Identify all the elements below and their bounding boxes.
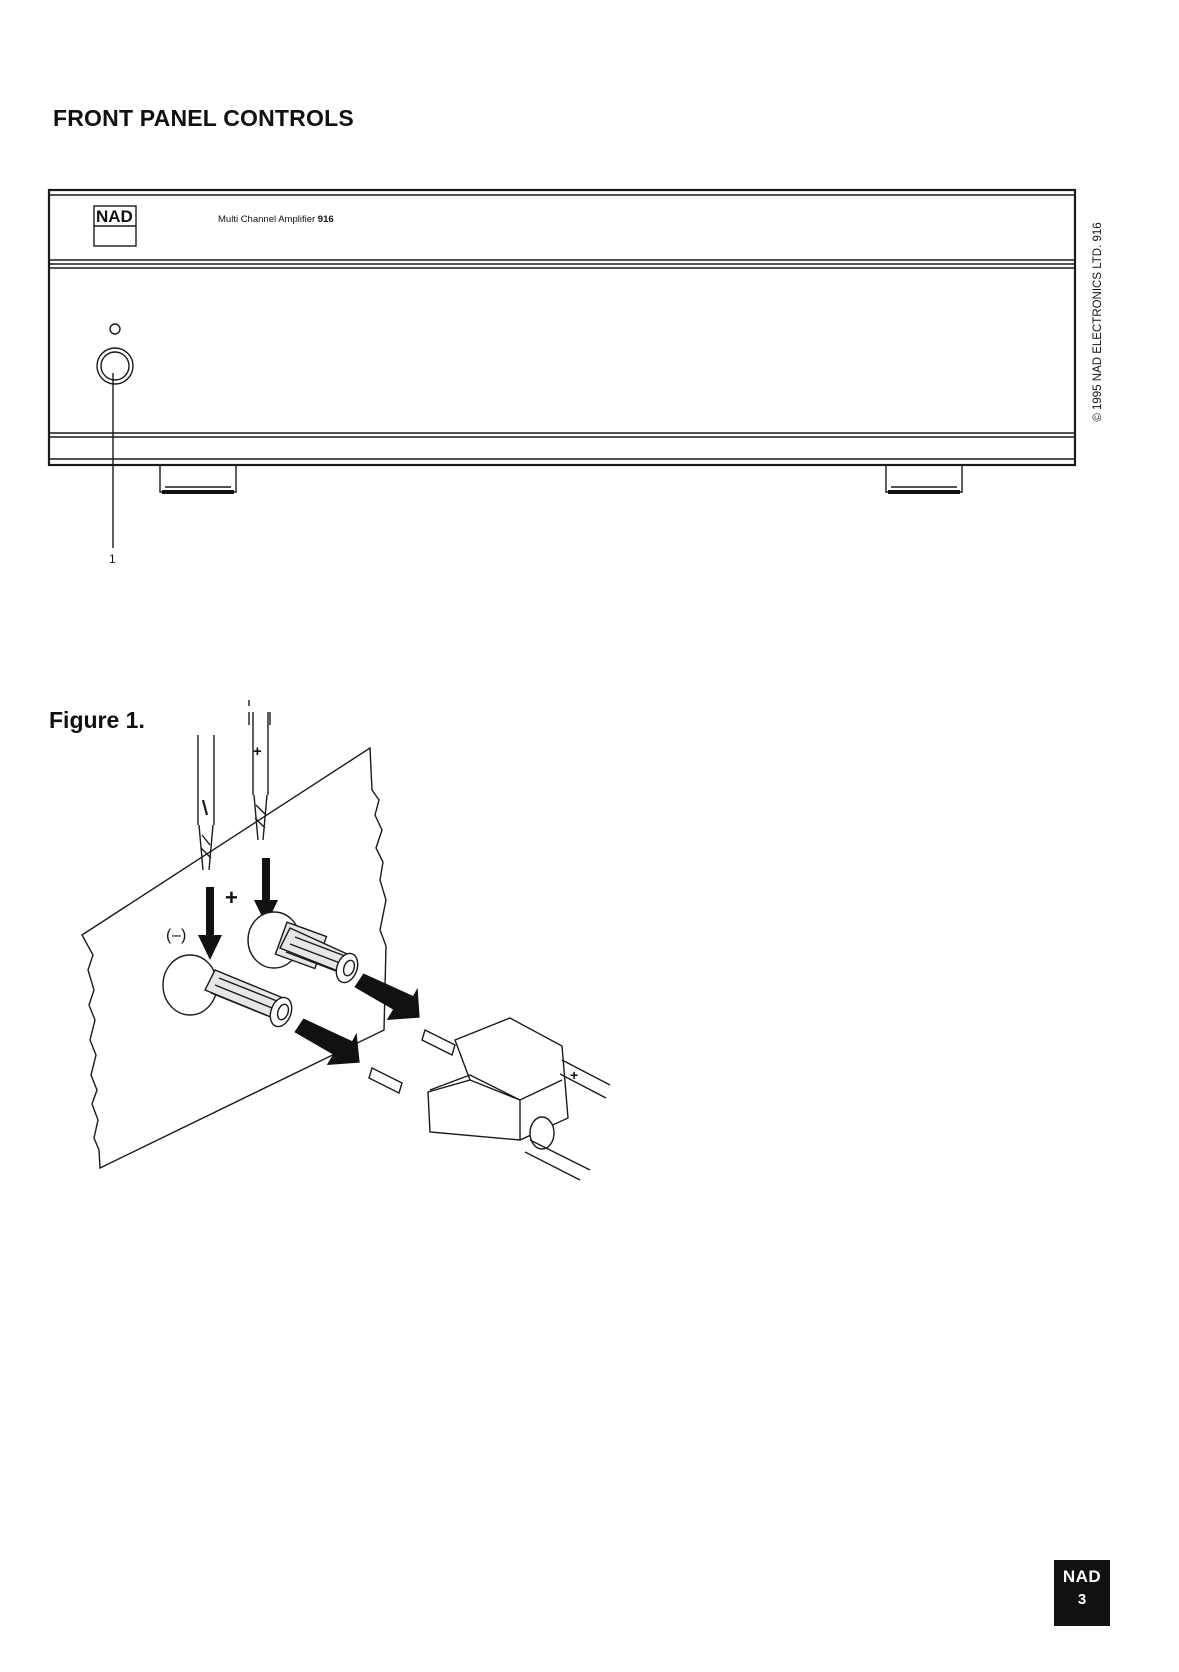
banana-plug: +: [369, 1018, 610, 1180]
amplifier-feet: [160, 465, 962, 494]
page-number: 3: [1054, 1591, 1110, 1608]
wire-plus-label: +: [253, 743, 262, 760]
svg-text:): ): [181, 927, 186, 944]
copyright-notice: © 1995 NAD ELECTRONICS LTD. 916: [1088, 217, 1108, 427]
terminal-minus-label: –: [172, 927, 181, 944]
nad-logo-text: NAD: [96, 207, 133, 226]
speaker-terminal-illustration: + ( – ) +: [82, 700, 610, 1180]
figure-caption: Figure 1.: [49, 707, 145, 734]
model-label: Multi Channel Amplifier 916: [218, 214, 334, 225]
power-led-indicator: [110, 324, 120, 334]
page-footer-badge: NAD 3: [1054, 1560, 1110, 1626]
footer-brand: NAD: [1054, 1567, 1110, 1587]
callout-number: 1: [109, 552, 116, 566]
terminal-plus-label: +: [225, 885, 238, 910]
copyright-text: © 1995 NAD ELECTRONICS LTD. 916: [1092, 222, 1104, 421]
power-button: [97, 348, 133, 384]
svg-text:+: +: [570, 1067, 578, 1083]
amplifier-front-panel: NAD Multi Channel Amplifier 916 1: [49, 190, 1075, 566]
